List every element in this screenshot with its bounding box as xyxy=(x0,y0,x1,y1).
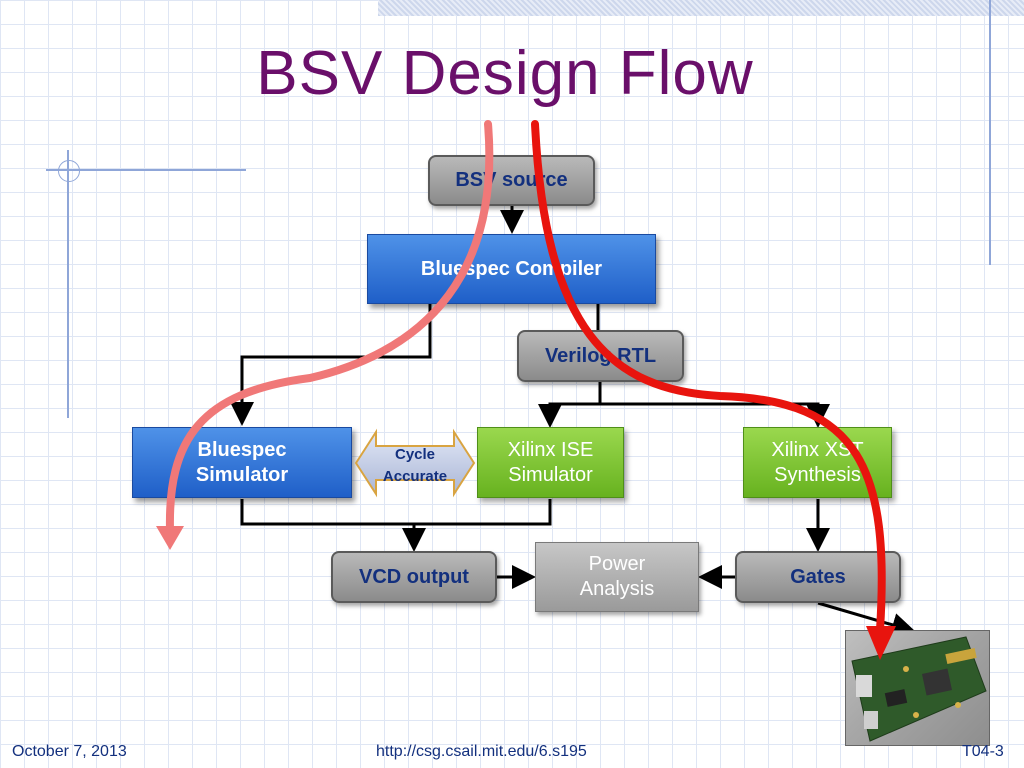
verilog-rtl-label: Verilog RTL xyxy=(544,344,657,367)
xilinx-ise-simulator-box: Xilinx ISE Simulator xyxy=(477,427,624,498)
left-decor-line xyxy=(67,150,69,418)
gates-label: Gates xyxy=(790,565,846,588)
arrow-compiler-to-bluespec-sim xyxy=(230,304,432,426)
power-analysis-box: Power Analysis xyxy=(535,542,699,612)
hardware-path-arrowhead xyxy=(866,626,896,660)
right-decor-line xyxy=(989,0,991,265)
crosshair-decor xyxy=(58,160,80,182)
power-analysis-label: Power Analysis xyxy=(579,553,655,600)
arrow-gates-to-board xyxy=(817,601,916,637)
vcd-output-box: VCD output xyxy=(331,551,497,603)
gates-box: Gates xyxy=(735,551,901,603)
left-decor-hline xyxy=(46,169,246,171)
verilog-rtl-box: Verilog RTL xyxy=(517,330,684,382)
fpga-board-drawing xyxy=(851,636,987,742)
fpga-board-photo xyxy=(845,630,990,746)
bluespec-simulator-label: Bluespec Simulator xyxy=(195,438,289,486)
simulation-path xyxy=(165,120,494,534)
vcd-output-label: VCD output xyxy=(359,565,469,588)
hardware-path xyxy=(531,120,886,634)
simulation-path-arrowhead xyxy=(156,526,184,550)
xilinx-ise-simulator-label: Xilinx ISE Simulator xyxy=(507,438,594,486)
xilinx-xst-synthesis-label: Xilinx XST Synthesis xyxy=(771,438,864,486)
footer-date: October 7, 2013 xyxy=(12,743,127,760)
arrow-verilog-to-ise xyxy=(538,382,602,428)
slide-title: BSV Design Flow xyxy=(256,39,754,108)
cycle-accurate-label: Cycle Accurate xyxy=(382,446,448,485)
footer-url[interactable]: http://csg.csail.mit.edu/6.s195 xyxy=(376,743,587,760)
arrow-sims-to-vcd xyxy=(240,499,552,526)
top-decor-band xyxy=(378,0,1024,16)
footer-page-number: T04-3 xyxy=(962,743,1004,760)
